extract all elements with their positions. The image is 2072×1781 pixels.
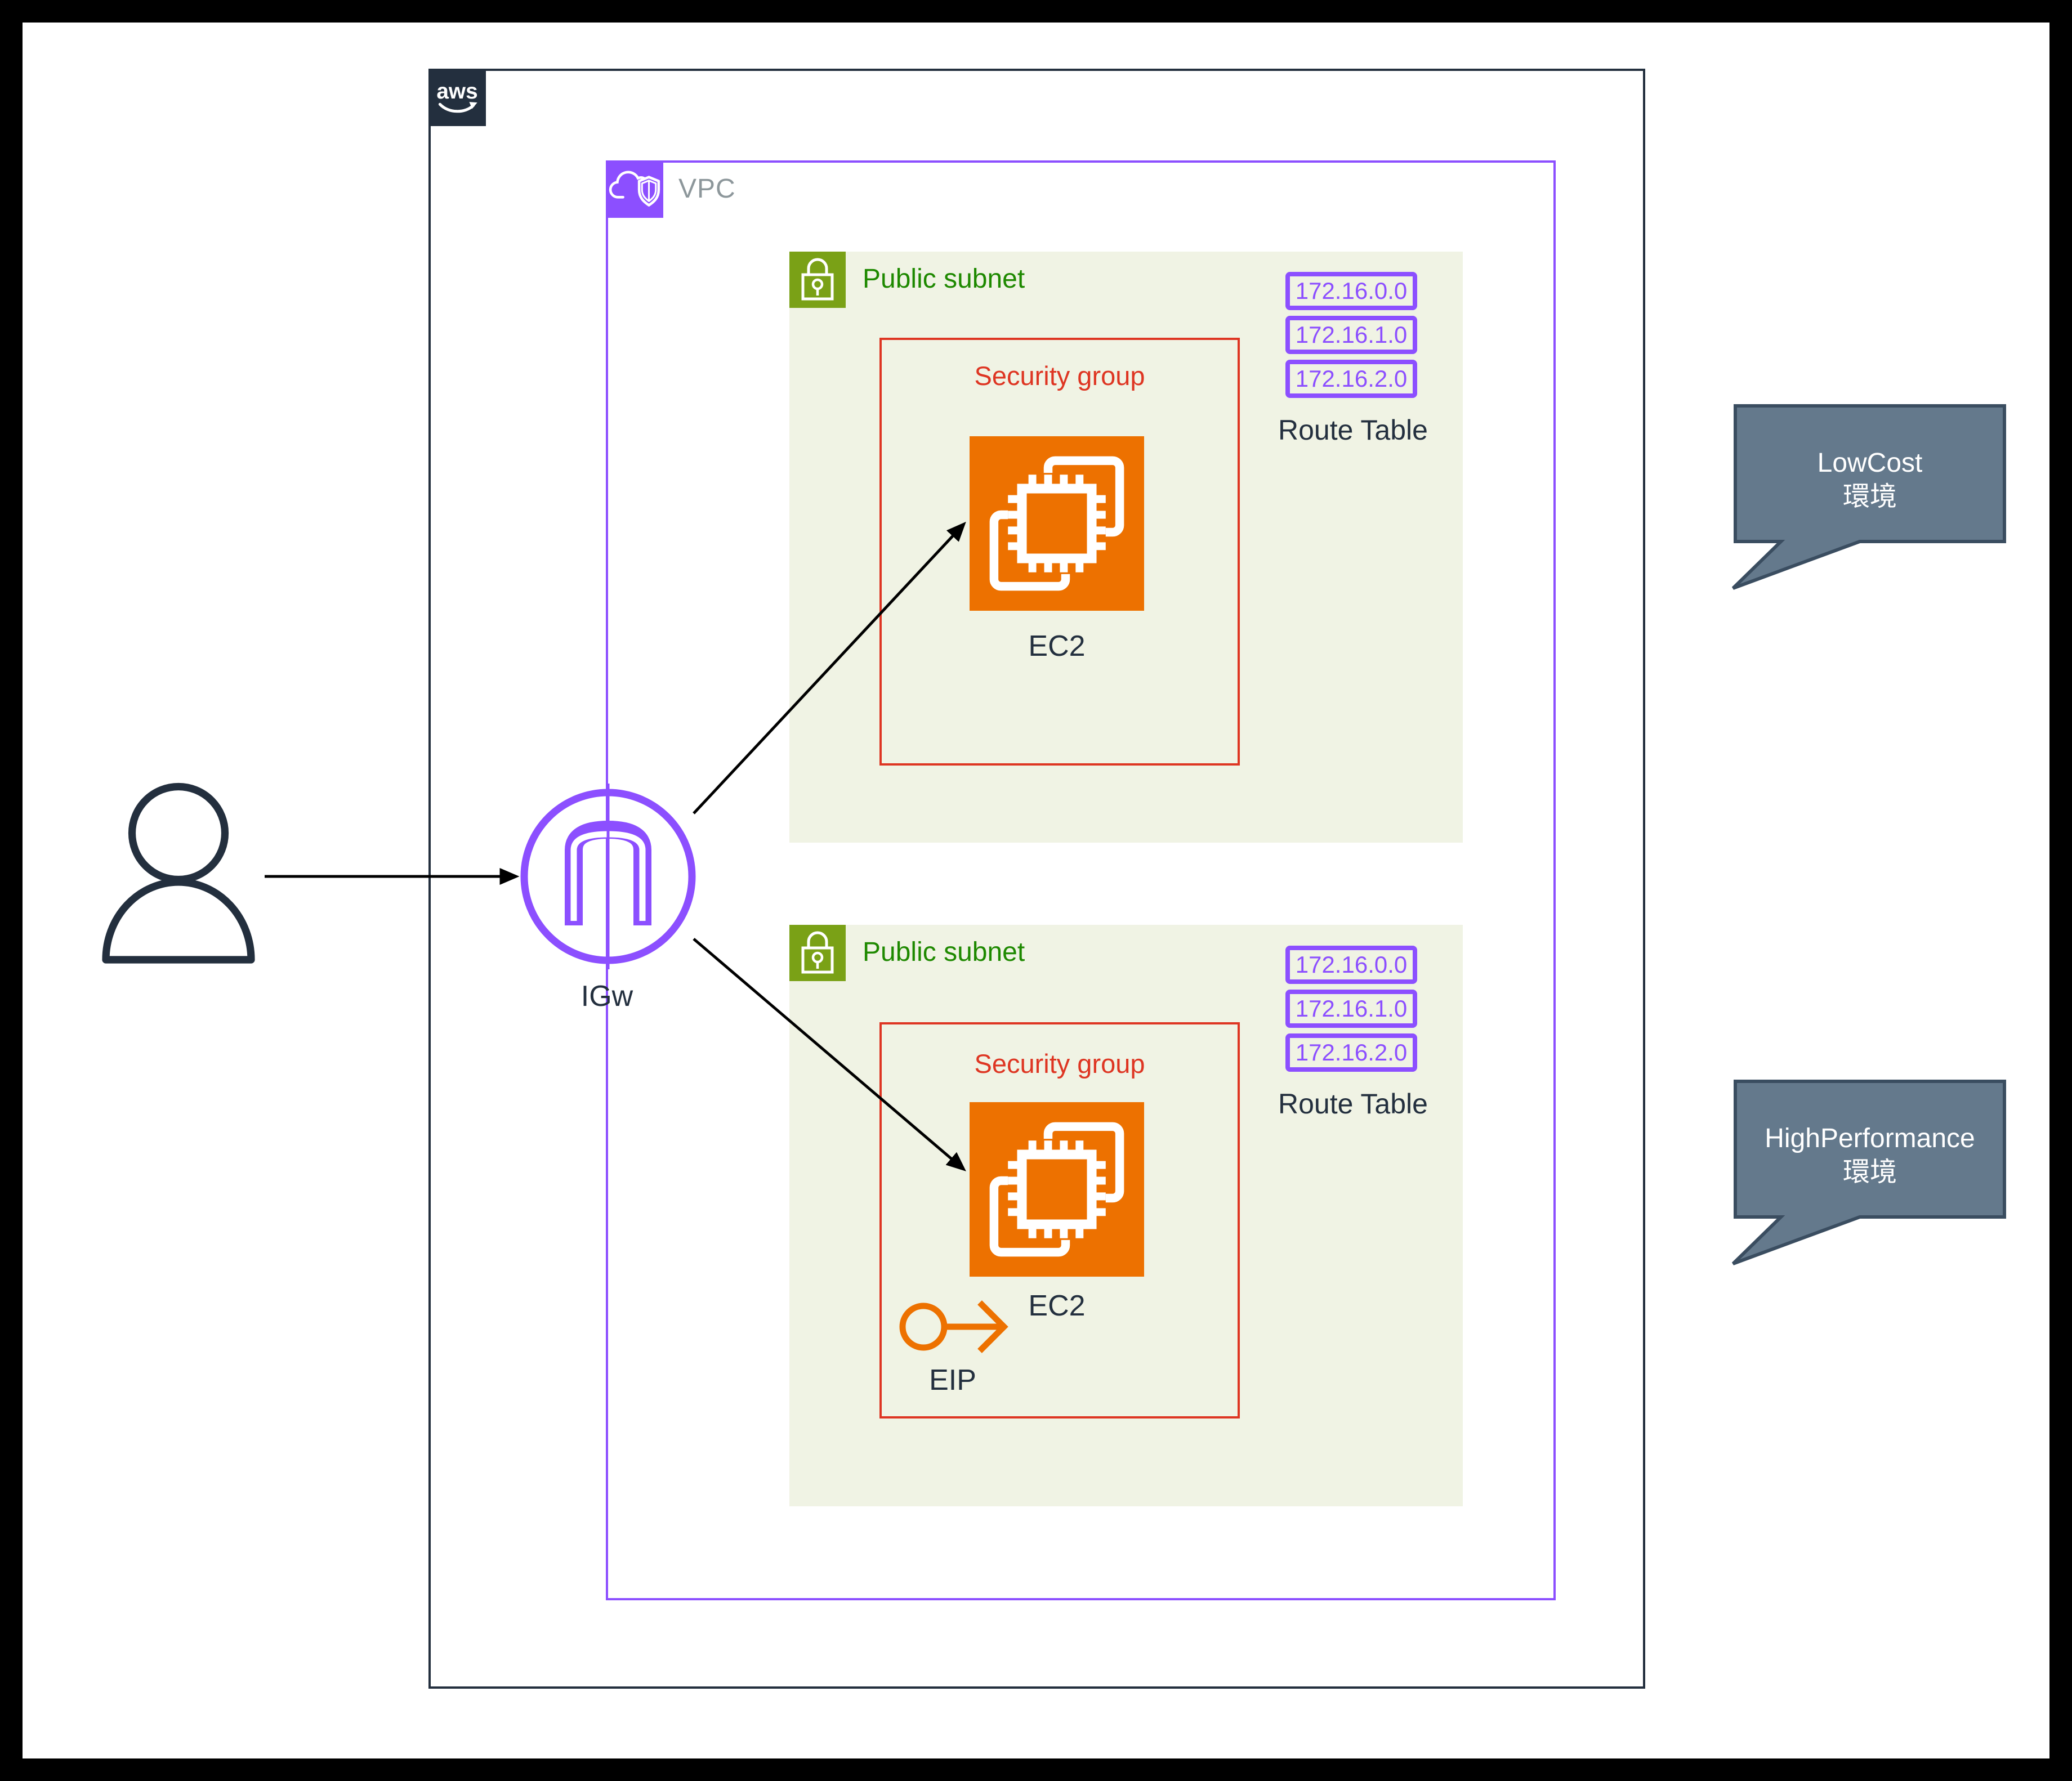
aws-logo-icon: aws (428, 69, 486, 126)
aws-logo-text: aws (436, 79, 477, 104)
callout-highperformance-line1: HighPerformance (1765, 1123, 1975, 1153)
public-subnet-bottom-icon (789, 925, 846, 981)
aws-cloud-box (428, 69, 1645, 1689)
callout-lowcost-bubble (1726, 402, 2008, 605)
public-subnet-top-icon (789, 252, 846, 308)
route-entry: 172.16.2.0 (1285, 360, 1417, 398)
security-group-bottom (879, 1022, 1240, 1418)
public-subnet-bottom-label: Public subnet (863, 937, 1025, 967)
route-table-bottom: 172.16.0.0 172.16.1.0 172.16.2.0 Route T… (1278, 946, 1428, 1120)
igw-label: IGw (580, 980, 633, 1013)
route-entry: 172.16.1.0 (1285, 990, 1417, 1028)
vpc-icon (606, 160, 663, 218)
eip-label: EIP (929, 1364, 976, 1397)
vpc-label: VPC (678, 174, 736, 204)
route-entry: 172.16.2.0 (1285, 1033, 1417, 1072)
callout-lowcost-text: LowCost 環境 (1735, 406, 2004, 542)
ec2-top-icon (970, 436, 1144, 611)
public-subnet-top-label: Public subnet (863, 264, 1025, 294)
route-table-top: 172.16.0.0 172.16.1.0 172.16.2.0 Route T… (1278, 272, 1428, 446)
route-entry: 172.16.0.0 (1285, 272, 1417, 310)
user-icon (96, 782, 265, 968)
security-group-bottom-label: Security group (974, 1049, 1145, 1079)
ec2-top-label: EC2 (1028, 630, 1086, 663)
route-entry: 172.16.1.0 (1285, 316, 1417, 354)
callout-highperformance-text: HighPerformance 環境 (1735, 1081, 2004, 1217)
security-group-top-label: Security group (974, 361, 1145, 391)
callout-highperformance-line2: 環境 (1842, 1157, 1897, 1187)
route-table-bottom-label: Route Table (1278, 1088, 1428, 1120)
route-table-top-label: Route Table (1278, 414, 1428, 446)
callout-highperformance-bubble (1726, 1078, 2008, 1281)
internet-gateway-icon (515, 784, 701, 969)
route-entry: 172.16.0.0 (1285, 946, 1417, 984)
ec2-bottom-icon (970, 1102, 1144, 1277)
callout-lowcost-line2: 環境 (1842, 481, 1897, 512)
callout-lowcost-line1: LowCost (1817, 448, 1923, 478)
ec2-bottom-label: EC2 (1028, 1290, 1086, 1322)
eip-icon (895, 1295, 1019, 1362)
